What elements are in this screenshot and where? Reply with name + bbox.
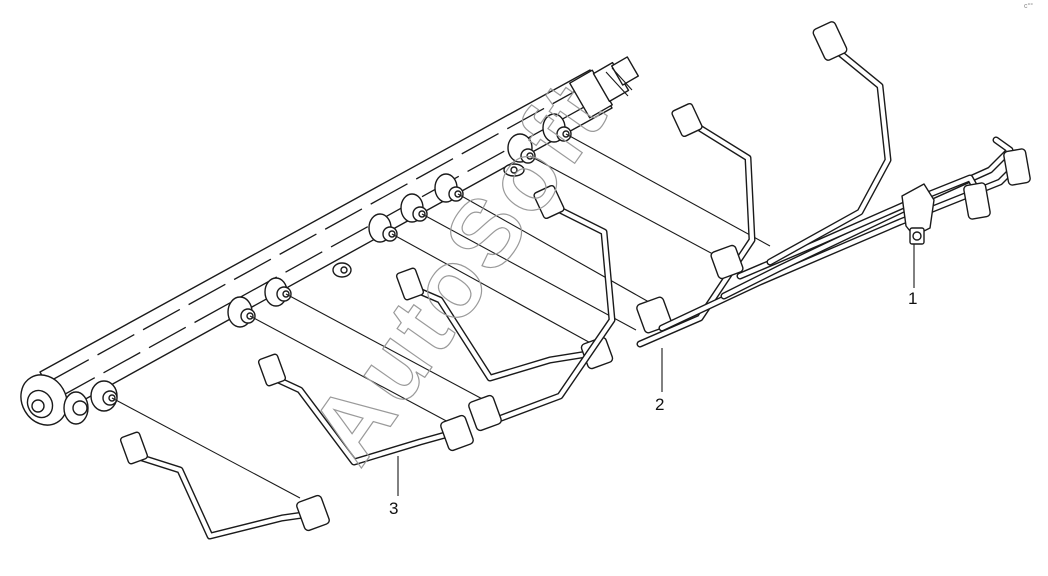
fitting: [434, 173, 464, 203]
callout-label-2: 2: [655, 395, 664, 414]
fitting: [264, 277, 292, 307]
clamp: [901, 183, 935, 245]
injection-line-mid: [395, 267, 614, 382]
fitting: [63, 391, 89, 425]
fitting: [332, 262, 352, 278]
fitting: [542, 113, 572, 143]
callout-label-3: 3: [389, 499, 398, 518]
injection-line-upper: [636, 102, 756, 348]
callout-3: 3: [389, 456, 399, 518]
pressure-sensor: [569, 56, 639, 119]
callout-label-1: 1: [908, 289, 917, 308]
washer: [503, 163, 525, 177]
fitting: [227, 296, 256, 328]
fitting: [400, 193, 428, 223]
injection-line-2: [468, 184, 616, 432]
injection-line-3: [257, 353, 474, 466]
alignment-lines: [111, 133, 771, 499]
corner-mark: c°°: [1024, 2, 1033, 10]
rail-outlet-fittings: [63, 113, 572, 425]
fitting: [368, 213, 398, 243]
callout-1: 1: [908, 244, 917, 308]
fitting: [507, 133, 536, 164]
injection-line-lower-left: [119, 431, 330, 540]
callout-2: 2: [655, 348, 664, 414]
line-bundle: [658, 21, 1031, 332]
fuel-rail: [20, 56, 639, 426]
fitting: [90, 380, 118, 412]
